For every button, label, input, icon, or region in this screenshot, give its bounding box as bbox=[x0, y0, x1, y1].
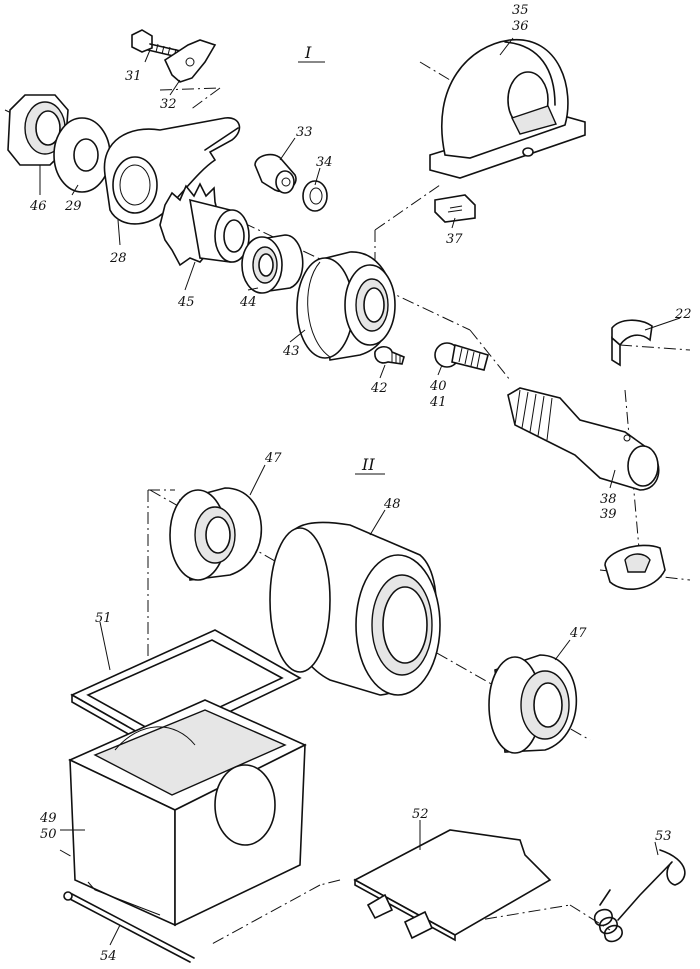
lock-plate-32 bbox=[163, 39, 217, 83]
label-47-top: 47 bbox=[264, 451, 282, 466]
label-42: 42 bbox=[370, 381, 388, 396]
key-37 bbox=[434, 194, 476, 223]
torsion-spring-53 bbox=[593, 849, 686, 943]
cover-plate-52 bbox=[353, 829, 552, 942]
label-41: 41 bbox=[429, 395, 447, 410]
roller-43 bbox=[296, 251, 396, 361]
washer-29 bbox=[53, 117, 111, 193]
box-housing-49 bbox=[68, 699, 307, 927]
svg-text:II: II bbox=[361, 455, 375, 474]
half-collar-22-lower bbox=[604, 544, 666, 590]
axle-shaft-38 bbox=[507, 387, 660, 491]
bearing-ring-44 bbox=[241, 234, 304, 294]
label-45: 45 bbox=[177, 295, 195, 310]
label-31: 31 bbox=[125, 69, 142, 84]
label-38: 38 bbox=[600, 492, 617, 507]
bolt-31 bbox=[131, 29, 186, 59]
label-49: 49 bbox=[39, 811, 57, 826]
bushing-33 bbox=[254, 153, 297, 194]
label-39: 39 bbox=[600, 507, 617, 522]
half-collar-22-upper bbox=[611, 319, 653, 367]
label-46: 46 bbox=[29, 199, 47, 214]
lever-plate-28 bbox=[103, 117, 241, 225]
sprocket-45 bbox=[159, 182, 250, 267]
screw-40 bbox=[434, 342, 489, 371]
label-33: 33 bbox=[296, 125, 313, 140]
pin-54 bbox=[63, 891, 195, 963]
label-29: 29 bbox=[64, 199, 82, 214]
label-48: 48 bbox=[383, 497, 401, 512]
section-label-i: I bbox=[298, 43, 325, 63]
leader-lines bbox=[39, 37, 681, 946]
flange-47-left bbox=[169, 487, 263, 581]
label-52: 52 bbox=[412, 807, 429, 822]
small-washer-34 bbox=[302, 180, 328, 212]
label-54: 54 bbox=[100, 949, 117, 964]
label-50: 50 bbox=[40, 827, 57, 842]
label-36: 36 bbox=[512, 19, 529, 34]
label-43: 43 bbox=[282, 344, 300, 359]
grease-fitting-42 bbox=[374, 345, 405, 365]
label-34: 34 bbox=[316, 155, 333, 170]
label-51: 51 bbox=[95, 611, 112, 626]
label-47-right: 47 bbox=[569, 626, 587, 641]
label-35: 35 bbox=[512, 3, 529, 18]
drum-48 bbox=[269, 521, 441, 696]
label-22: 22 bbox=[674, 307, 692, 322]
label-40: 40 bbox=[429, 379, 447, 394]
part-labels: 35 36 31 32 33 34 46 29 28 37 45 44 43 4… bbox=[29, 3, 692, 964]
svg-text:I: I bbox=[304, 43, 312, 62]
label-53: 53 bbox=[655, 829, 672, 844]
bearing-housing-35 bbox=[429, 39, 586, 179]
flange-47-right bbox=[488, 654, 578, 754]
section-label-ii: II bbox=[355, 455, 385, 475]
label-28: 28 bbox=[109, 251, 127, 266]
label-44: 44 bbox=[239, 295, 257, 310]
label-37: 37 bbox=[446, 232, 463, 247]
label-32: 32 bbox=[160, 97, 177, 112]
hex-nut-46 bbox=[7, 94, 69, 166]
